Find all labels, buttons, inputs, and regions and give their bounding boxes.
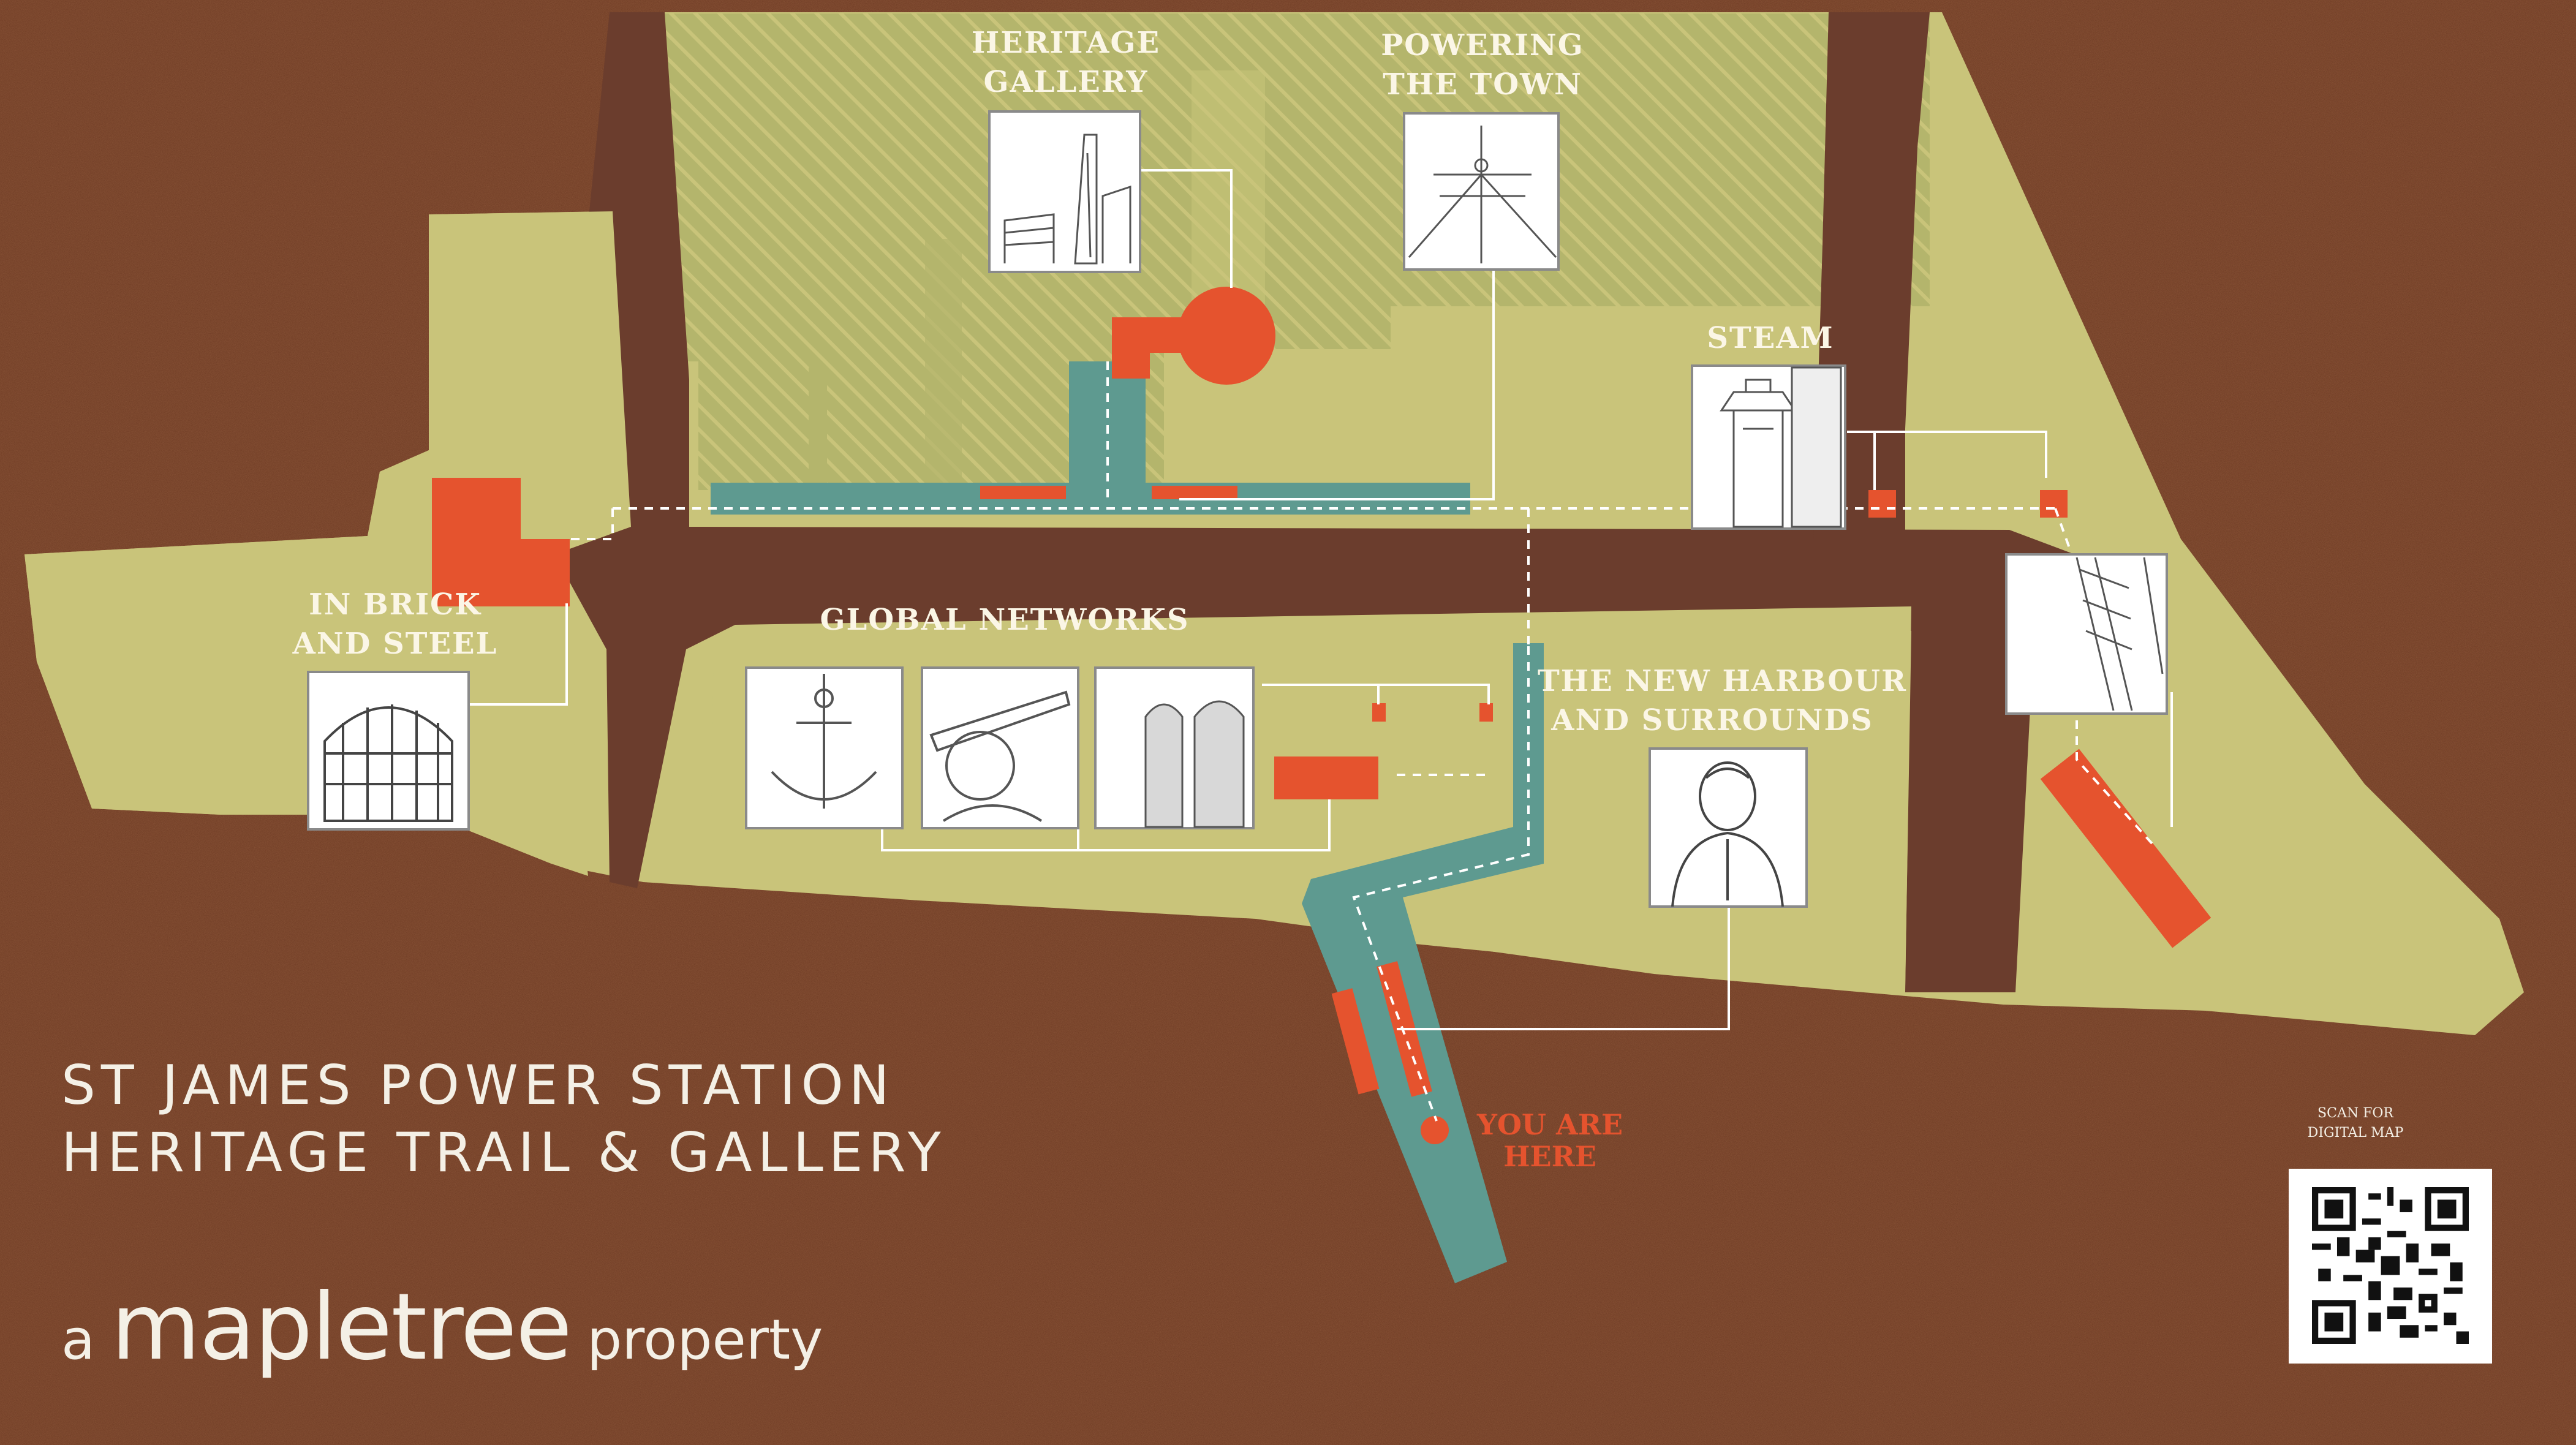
- qr-caption-line2: DIGITAL MAP: [2307, 1125, 2404, 1141]
- stop-label-new-harbour: THE NEW HARBOUR AND SURROUNDS: [1538, 662, 1907, 740]
- qr-caption-line1: SCAN FOR: [2317, 1106, 2393, 1121]
- qr-code[interactable]: [2289, 1169, 2492, 1364]
- stop-label-in-brick-and-steel: IN BRICK AND STEEL: [288, 585, 502, 663]
- you-are-here-line1: YOU ARE: [1476, 1108, 1623, 1141]
- panel-powering-the-town: [1403, 112, 1560, 271]
- stop-label-heritage-gallery: HERITAGE GALLERY: [959, 23, 1173, 102]
- orange-markers: [432, 287, 2212, 1144]
- panel-cannon: [921, 666, 1079, 829]
- stop-label-global-networks: GLOBAL NETWORKS: [784, 600, 1225, 639]
- panel-anchor: [745, 666, 904, 829]
- brick-line1: IN BRICK: [309, 587, 482, 622]
- panel-crane: [2005, 553, 2168, 715]
- qr-caption: SCAN FOR DIGITAL MAP: [2294, 1104, 2417, 1143]
- brand-suffix: property: [587, 1308, 823, 1372]
- connector-lines: [469, 169, 2173, 1030]
- stop-label-steam: STEAM: [1672, 319, 1868, 358]
- panel-new-harbour: [1649, 747, 1808, 908]
- heritage-gallery-line2: GALLERY: [983, 65, 1149, 99]
- global-networks-line1: GLOBAL NETWORKS: [820, 603, 1190, 637]
- harbour-line1: THE NEW HARBOUR: [1538, 664, 1907, 698]
- steam-line1: STEAM: [1707, 321, 1834, 355]
- left-block: [25, 211, 631, 876]
- heritage-gallery-line1: HERITAGE: [971, 26, 1161, 60]
- panel-heritage-gallery: [988, 110, 1141, 273]
- page-subtitle: HERITAGE TRAIL & GALLERY: [61, 1121, 946, 1184]
- qr-pattern: [2312, 1187, 2469, 1344]
- brand-name: mapletree: [111, 1274, 572, 1381]
- page-title: ST JAMES POWER STATION: [61, 1054, 895, 1117]
- panel-in-brick-and-steel: [307, 671, 470, 831]
- you-are-here-label: YOU ARE HERE: [1458, 1109, 1642, 1172]
- powering-line1: POWERING: [1381, 28, 1584, 62]
- hatched-plaza: [665, 13, 1930, 490]
- harbour-line2: AND SURROUNDS: [1551, 703, 1873, 738]
- panel-monument: [1094, 666, 1255, 829]
- panel-steam: [1691, 364, 1846, 530]
- you-are-here-line2: HERE: [1503, 1140, 1596, 1173]
- powering-line2: THE TOWN: [1383, 67, 1582, 102]
- brand-prefix: a: [61, 1308, 96, 1372]
- brick-line2: AND STEEL: [292, 627, 498, 661]
- stop-label-powering-the-town: POWERING THE TOWN: [1366, 26, 1599, 104]
